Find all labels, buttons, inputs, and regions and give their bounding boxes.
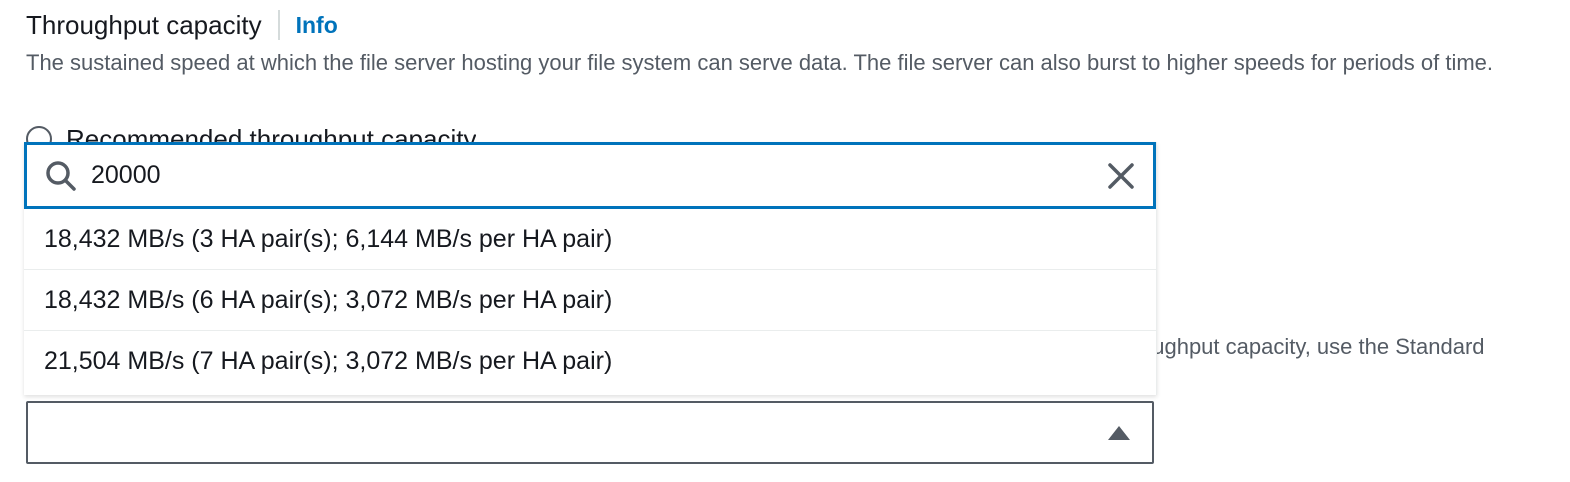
throughput-select[interactable] (26, 401, 1154, 464)
section-description: The sustained speed at which the file se… (26, 50, 1494, 75)
hidden-helper-text: oughput capacity, use the Standard (1140, 334, 1485, 359)
dropdown-option[interactable]: 18,432 MB/s (6 HA pair(s); 3,072 MB/s pe… (24, 270, 1156, 331)
search-input[interactable] (91, 155, 1101, 196)
info-link[interactable]: Info (295, 12, 338, 38)
header-divider (277, 10, 280, 40)
search-icon (41, 156, 81, 196)
section-title: Throughput capacity (26, 10, 262, 40)
options-list: 18,432 MB/s (3 HA pair(s); 6,144 MB/s pe… (24, 209, 1156, 392)
search-box[interactable] (24, 142, 1156, 209)
section-header: Throughput capacity Info (26, 6, 338, 44)
caret-up-icon (1108, 426, 1130, 440)
radio-recommended-throughput[interactable]: Recommended throughput capacity (26, 122, 476, 144)
radio-label: Recommended throughput capacity (66, 124, 477, 144)
dropdown-panel: 18,432 MB/s (3 HA pair(s); 6,144 MB/s pe… (24, 142, 1157, 395)
dropdown-option[interactable]: 18,432 MB/s (3 HA pair(s); 6,144 MB/s pe… (24, 209, 1156, 270)
close-icon[interactable] (1101, 156, 1141, 196)
dropdown-option[interactable]: 21,504 MB/s (7 HA pair(s); 3,072 MB/s pe… (44, 347, 613, 375)
radio-button[interactable] (26, 126, 52, 144)
